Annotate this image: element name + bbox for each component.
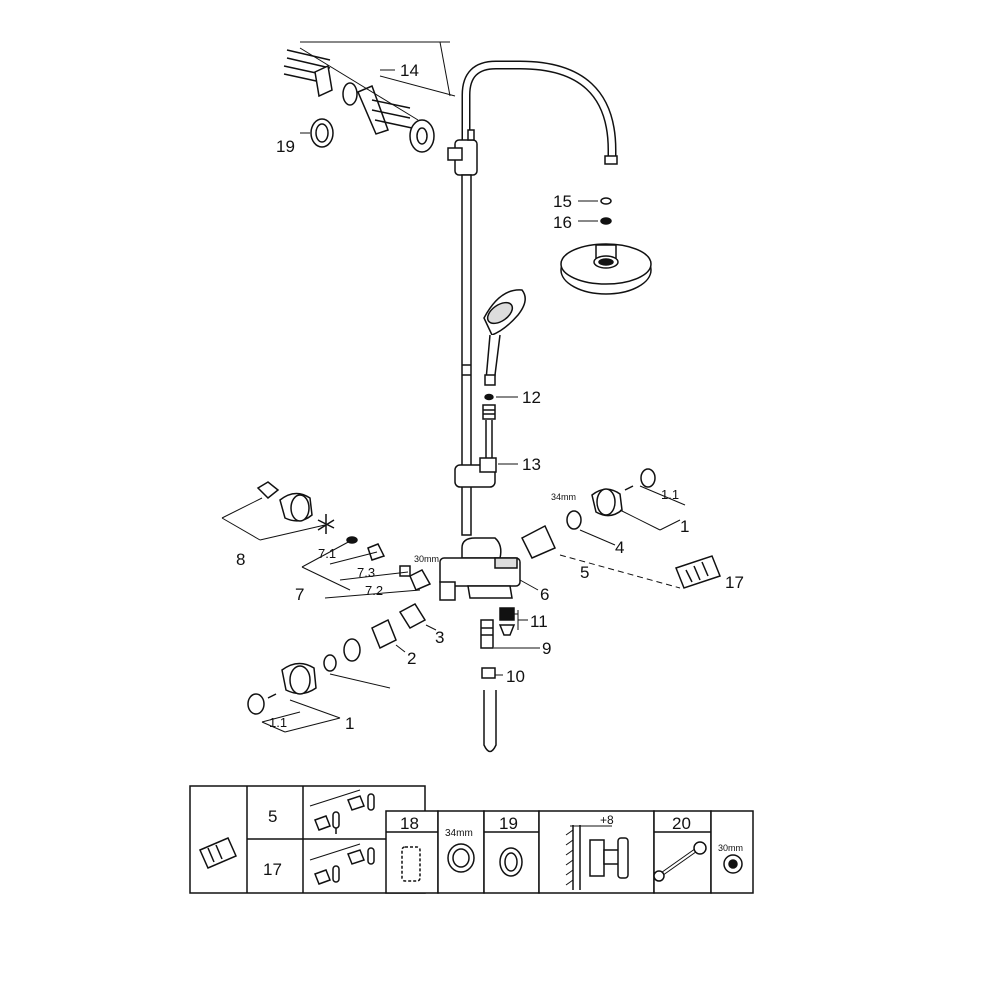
callout-34mm: 34mm (551, 492, 576, 502)
right-parts-1-4-5 (520, 468, 686, 559)
callout-7-1: 7.1 (318, 546, 336, 561)
leader-lines (300, 69, 598, 676)
table-label-30mm: 30mm (718, 843, 743, 853)
wall-bracket (447, 129, 478, 176)
callout-15: 15 (553, 192, 572, 211)
right-part-17 (559, 554, 721, 589)
table-label-34mm: 34mm (445, 828, 473, 839)
table-label-20: 20 (672, 814, 691, 833)
callout-11: 11 (530, 612, 548, 631)
callout-8: 8 (236, 550, 245, 569)
callout-9: 9 (542, 639, 551, 658)
callout-12: 12 (522, 388, 541, 407)
callout-7: 7 (295, 585, 304, 604)
hand-shower (483, 289, 526, 386)
callout-30mm: 30mm (414, 554, 439, 564)
slider-13 (454, 457, 497, 488)
wall-mount-kit-14 (283, 41, 456, 153)
callout-1-1-right: 1.1 (661, 487, 679, 502)
callout-7-2: 7.2 (365, 583, 383, 598)
callout-1-right: 1 (680, 517, 689, 536)
callout-16: 16 (553, 213, 572, 232)
callout-1-1-left: 1.1 (269, 715, 287, 730)
callout-10: 10 (506, 667, 525, 686)
thermostat-mixer (439, 537, 521, 601)
callout-6: 6 (540, 585, 549, 604)
callout-7-3: 7.3 (357, 565, 375, 580)
table-label-19: 19 (499, 814, 518, 833)
table-label-plus8: +8 (600, 813, 614, 827)
left-part-7 (301, 536, 432, 599)
rosette-19 (310, 118, 334, 148)
riser-rail (461, 174, 472, 536)
seals-15-16 (600, 197, 612, 225)
callout-4: 4 (615, 538, 624, 557)
table-label-18: 18 (400, 814, 419, 833)
callout-13: 13 (522, 455, 541, 474)
parts-11 (498, 607, 516, 636)
callout-19: 19 (276, 137, 295, 156)
overhead-shower-arm (461, 60, 618, 165)
hose-lower (480, 619, 497, 753)
left-parts-1-2-3 (247, 603, 427, 733)
hose-parts-12 (482, 393, 496, 460)
callout-1-left: 1 (345, 714, 354, 733)
callout-5: 5 (580, 563, 589, 582)
callout-14: 14 (400, 61, 419, 80)
table-label-5: 5 (268, 807, 277, 826)
callout-3: 3 (435, 628, 444, 647)
callout-labels: 14 19 15 16 12 13 8 7.1 7.3 7.2 7 30mm 3… (236, 61, 744, 733)
callout-2: 2 (407, 649, 416, 668)
table-icons (199, 789, 743, 890)
table-labels: 5 17 18 34mm 19 +8 20 30mm (263, 807, 743, 879)
left-part-8 (221, 481, 335, 541)
valve-icon (314, 815, 331, 831)
head-shower (560, 243, 652, 295)
table-label-17: 17 (263, 860, 282, 879)
callout-17: 17 (725, 573, 744, 592)
